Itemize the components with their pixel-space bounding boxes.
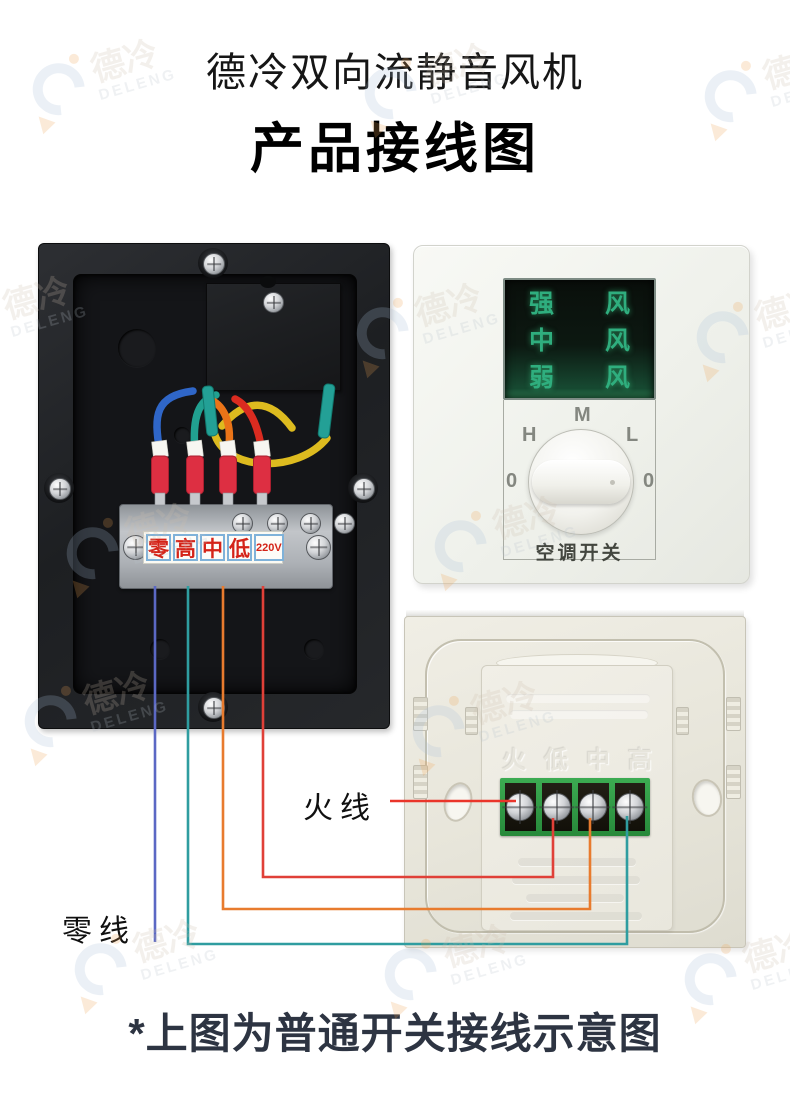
knob-pos-off-left: 0 bbox=[506, 470, 518, 492]
display-weak: 弱 bbox=[529, 364, 555, 392]
terminal-mid bbox=[578, 783, 609, 831]
speed-indicator-display: 强风 中风 弱风 bbox=[503, 278, 656, 400]
watermark-en: DELENG bbox=[138, 944, 221, 984]
embossed-spec-line bbox=[518, 858, 636, 866]
mold-circle bbox=[118, 329, 156, 367]
terminal-label-low: 低 bbox=[227, 534, 252, 561]
display-strong: 强 bbox=[529, 290, 555, 318]
terminal-live bbox=[505, 783, 536, 831]
side-clip bbox=[726, 697, 741, 731]
terminal-label-high: 高 bbox=[173, 534, 198, 561]
neutral-wire-label: 零线 bbox=[62, 915, 136, 948]
side-clip bbox=[413, 697, 428, 731]
screw-right-icon bbox=[353, 478, 375, 500]
diagram-title: 产品接线图 bbox=[250, 119, 540, 179]
embossed-spec-line bbox=[526, 894, 624, 902]
embossed-spec-line bbox=[510, 912, 642, 920]
knob-handle bbox=[532, 460, 630, 504]
terminal-label-voltage: 220V bbox=[254, 534, 284, 561]
screw-top-icon bbox=[203, 253, 225, 275]
display-medium-wind: 风 bbox=[604, 327, 630, 355]
terminal-low bbox=[541, 783, 572, 831]
display-weak-wind: 风 bbox=[604, 364, 630, 392]
wall-switch-back: 火 低 中 高 bbox=[404, 610, 746, 948]
screw-left-icon bbox=[49, 478, 71, 500]
module-screw-icon bbox=[263, 292, 284, 313]
capacitor-module bbox=[206, 276, 341, 391]
strip-screw-icon bbox=[334, 513, 355, 534]
mold-circle bbox=[304, 639, 324, 659]
knob-dimple bbox=[610, 480, 615, 485]
deleng-logo-icon bbox=[0, 289, 8, 363]
display-medium: 中 bbox=[529, 327, 555, 355]
embossed-text-line bbox=[510, 710, 648, 719]
embossed-high: 高 bbox=[628, 747, 652, 774]
watermark-cn: 德冷 bbox=[738, 923, 790, 980]
switch-mechanism-module: 火 低 中 高 bbox=[481, 665, 673, 931]
module-tab bbox=[676, 707, 689, 735]
footnote: *上图为普通开关接线示意图 bbox=[128, 1010, 662, 1057]
knob-pos-l: L bbox=[626, 424, 639, 446]
embossed-terminal-labels: 火 低 中 高 bbox=[482, 740, 672, 775]
knob-pos-h: H bbox=[522, 424, 537, 446]
back-housing: 火 低 中 高 bbox=[404, 616, 746, 948]
switch-terminal-block bbox=[500, 778, 650, 836]
mold-circle bbox=[174, 427, 190, 443]
embossed-mid: 中 bbox=[586, 747, 610, 774]
terminal-label-neutral: 零 bbox=[146, 534, 171, 561]
watermark-cn: 德冷 bbox=[750, 281, 790, 338]
terminal-high bbox=[614, 783, 645, 831]
module-tab bbox=[465, 707, 478, 735]
strip-screw-icon bbox=[300, 513, 321, 534]
terminal-name-label: 零 高 中 低 220V bbox=[143, 531, 284, 564]
embossed-low: 低 bbox=[544, 747, 568, 774]
knob-pos-off-right: 0 bbox=[643, 470, 655, 492]
display-strong-wind: 风 bbox=[604, 290, 630, 318]
side-clip bbox=[413, 765, 428, 799]
watermark-cn: 德冷 bbox=[128, 913, 205, 970]
product-title: 德冷双向流静音风机 bbox=[206, 51, 584, 95]
embossed-spec-line bbox=[512, 876, 640, 884]
fan-junction-box: 零 高 中 低 220V bbox=[38, 243, 390, 729]
knob-pos-m: M bbox=[574, 404, 591, 426]
strip-end-screw-icon bbox=[306, 535, 331, 560]
live-wire-label: 火线 bbox=[303, 792, 377, 825]
wall-switch-front: 强风 中风 弱风 M H L 0 0 空调开关 bbox=[413, 245, 750, 584]
side-clip bbox=[726, 765, 741, 799]
screw-bottom-icon bbox=[203, 697, 225, 719]
watermark-en: DELENG bbox=[748, 954, 790, 994]
mold-circle bbox=[150, 639, 170, 659]
embossed-live: 火 bbox=[502, 747, 526, 774]
rotary-knob bbox=[528, 429, 634, 535]
terminal-label-mid: 中 bbox=[200, 534, 225, 561]
watermark-en: DELENG bbox=[760, 312, 790, 352]
watermark-en: DELENG bbox=[448, 949, 531, 989]
knob-panel: M H L 0 0 空调开关 bbox=[503, 400, 656, 564]
switch-caption: 空调开关 bbox=[535, 543, 624, 564]
module-bump bbox=[260, 276, 276, 288]
embossed-text-line bbox=[506, 694, 650, 703]
